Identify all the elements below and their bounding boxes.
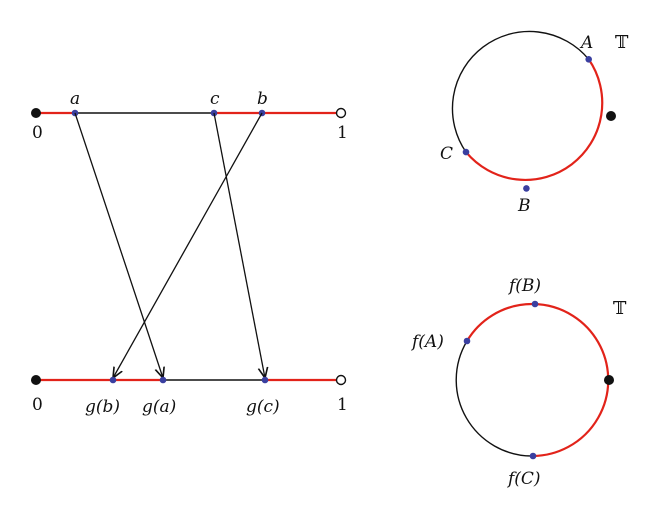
label-1-bottom: 1 <box>337 395 348 415</box>
label-b: b <box>257 89 268 109</box>
label-gb: g(b) <box>85 397 120 417</box>
point-fA <box>463 337 471 345</box>
point-C <box>462 148 470 156</box>
circle-top-red-arc <box>465 58 604 181</box>
bottom-right-endpoint <box>335 374 347 386</box>
arrow-c-to-gc <box>213 112 265 378</box>
arrow-b-to-gb <box>113 112 263 378</box>
mapping-arrows <box>74 112 265 378</box>
top-left-endpoint <box>31 108 41 118</box>
arrow-a-to-ga <box>74 112 163 378</box>
circle-bottom-marker <box>604 375 614 385</box>
label-C: C <box>440 144 453 164</box>
label-0-top: 0 <box>32 123 43 143</box>
set-symbol-top: 𝕋 <box>615 32 629 53</box>
label-fA: f(A) <box>410 332 444 352</box>
label-1-top: 1 <box>337 123 348 143</box>
label-A: A <box>579 33 593 53</box>
circle-top-marker <box>606 111 616 121</box>
top-interval: 0 1 a c b <box>31 89 348 143</box>
circle-top-black-arc <box>451 30 590 153</box>
point-A <box>585 56 592 63</box>
circle-bottom-black-arc <box>455 340 534 457</box>
label-a: a <box>70 89 80 109</box>
circle-bottom-red-arc <box>466 302 610 458</box>
point-gb <box>109 376 117 384</box>
label-B: B <box>517 196 531 216</box>
set-symbol-bottom: 𝕋 <box>613 298 627 319</box>
point-ga <box>159 376 167 384</box>
point-fB <box>531 300 539 308</box>
bottom-interval: 0 1 g(b) g(a) g(c) <box>31 374 348 417</box>
label-ga: g(a) <box>142 397 176 417</box>
top-right-endpoint <box>335 107 347 119</box>
label-fB: f(B) <box>507 276 541 296</box>
label-fC: f(C) <box>506 469 541 489</box>
label-0-bottom: 0 <box>32 395 43 415</box>
bottom-left-endpoint <box>31 375 41 385</box>
label-gc: g(c) <box>246 397 280 417</box>
label-c: c <box>210 89 220 109</box>
point-gc <box>261 376 269 384</box>
circle-bottom: f(B) f(A) f(C) 𝕋 <box>410 276 627 489</box>
point-B <box>523 185 530 192</box>
circle-top: A C B 𝕋 <box>440 30 629 216</box>
point-fC <box>529 452 537 460</box>
